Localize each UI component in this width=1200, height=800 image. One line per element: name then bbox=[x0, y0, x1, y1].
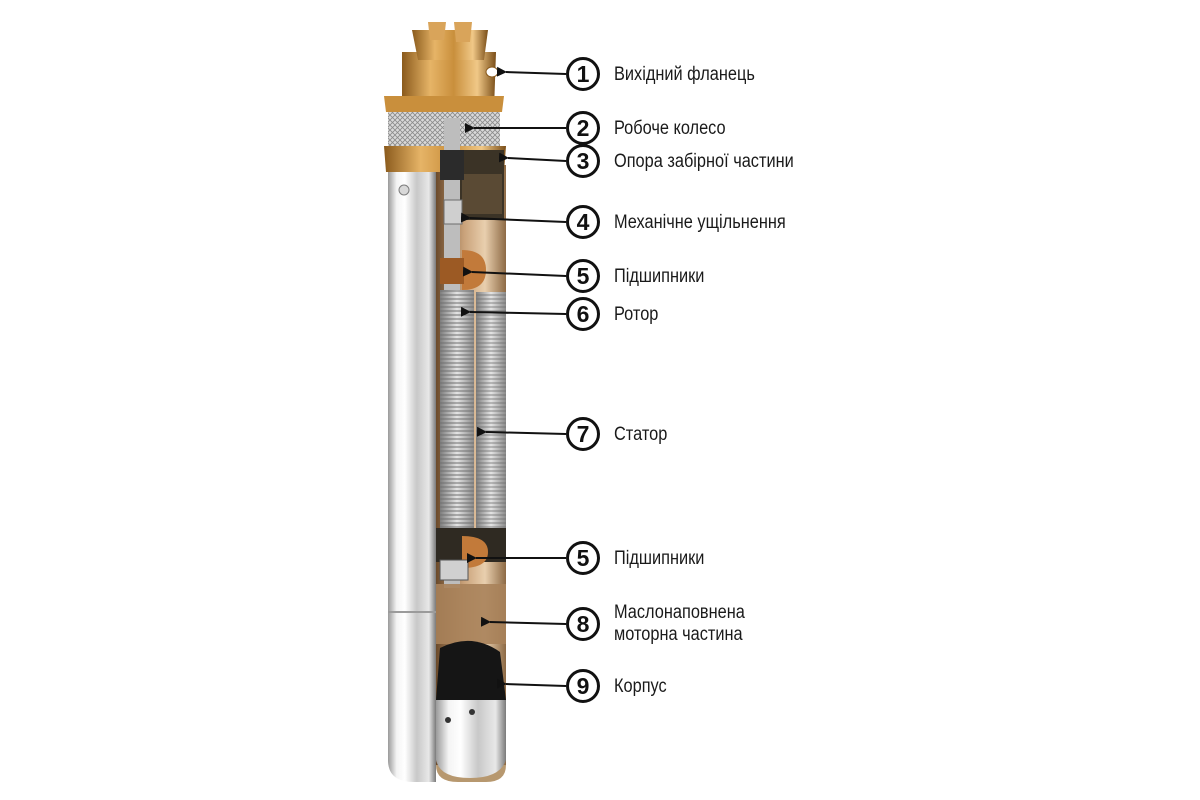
oil-filled-motor-section bbox=[436, 584, 506, 644]
leader-arrow-3 bbox=[498, 152, 567, 163]
leader-arrows bbox=[460, 66, 567, 689]
discharge-flange bbox=[384, 22, 504, 112]
bottom-cap bbox=[436, 640, 506, 778]
leader-arrow-9 bbox=[496, 678, 567, 689]
stator bbox=[476, 292, 506, 528]
leader-arrow-5a bbox=[462, 266, 567, 277]
rotor bbox=[440, 290, 474, 530]
leader-arrow-7 bbox=[476, 426, 567, 437]
leader-arrow-6 bbox=[460, 306, 567, 317]
pump-casing bbox=[388, 170, 436, 782]
leader-arrow-8 bbox=[480, 616, 567, 627]
upper-bearing bbox=[440, 250, 486, 290]
leader-arrow-1 bbox=[496, 66, 567, 77]
leader-arrow-4 bbox=[460, 212, 567, 223]
